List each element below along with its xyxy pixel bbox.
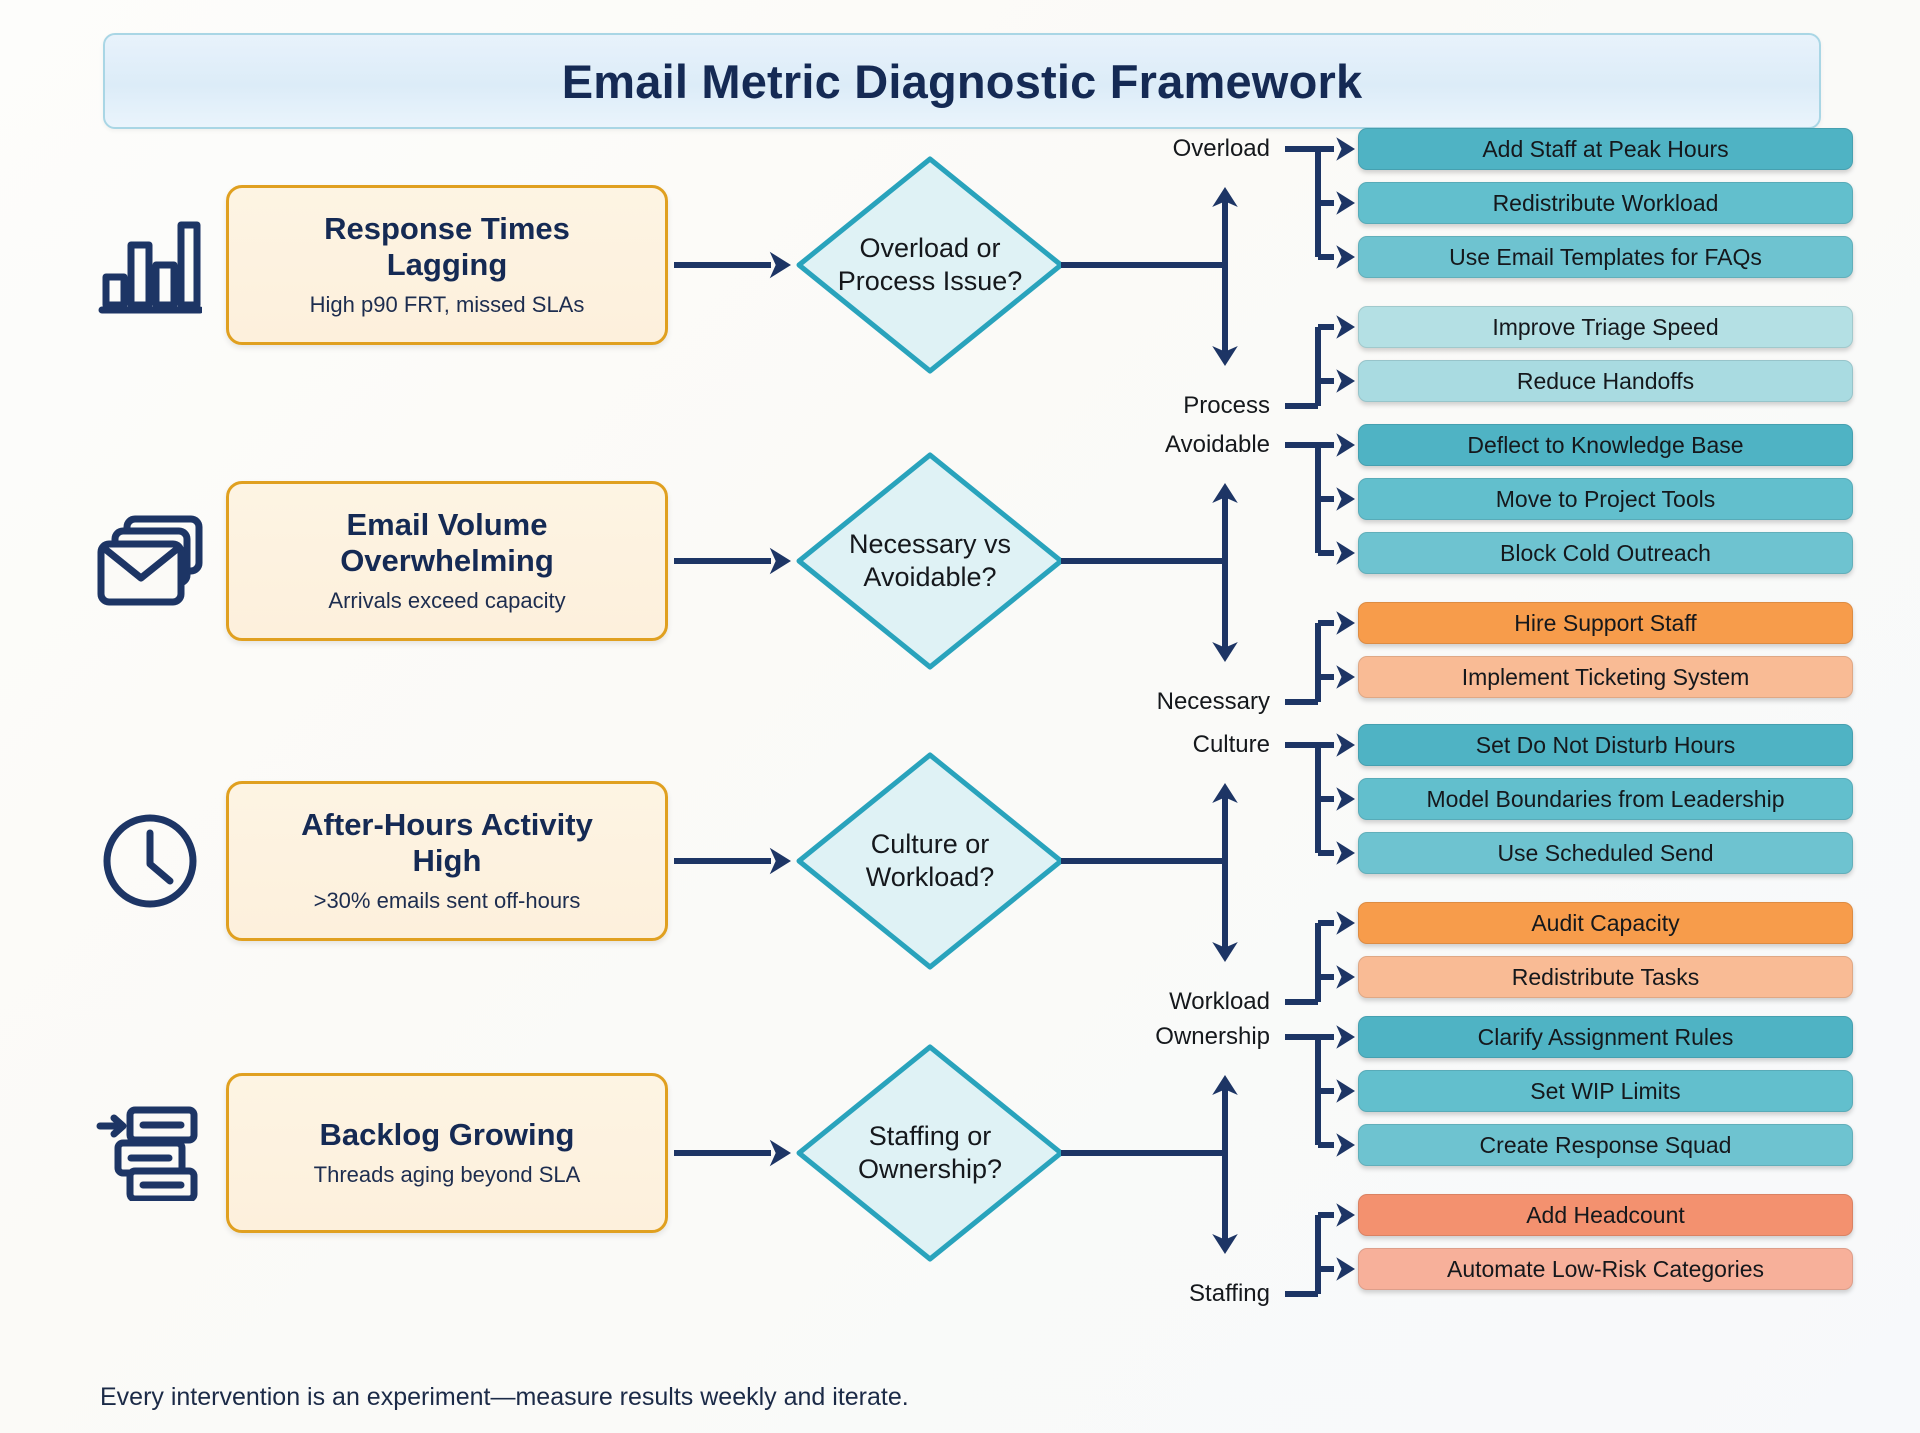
- problem-subtitle: Threads aging beyond SLA: [313, 1162, 581, 1188]
- action-box[interactable]: Implement Ticketing System: [1358, 656, 1853, 698]
- backlog-queue-icon: [95, 1098, 205, 1208]
- branch-label: Ownership: [1155, 1023, 1270, 1050]
- action-box[interactable]: Set WIP Limits: [1358, 1070, 1853, 1112]
- title-banner: Email Metric Diagnostic Framework: [103, 33, 1821, 129]
- action-box[interactable]: Create Response Squad: [1358, 1124, 1853, 1166]
- problem-subtitle: Arrivals exceed capacity: [328, 588, 566, 614]
- envelope-stack-icon: [95, 506, 205, 616]
- branch-label: Culture: [1192, 731, 1270, 758]
- page-title: Email Metric Diagnostic Framework: [561, 54, 1363, 108]
- action-box[interactable]: Set Do Not Disturb Hours: [1358, 724, 1853, 766]
- action-box[interactable]: Audit Capacity: [1358, 902, 1853, 944]
- action-box[interactable]: Deflect to Knowledge Base: [1358, 424, 1853, 466]
- action-box[interactable]: Automate Low-Risk Categories: [1358, 1248, 1853, 1290]
- action-box[interactable]: Add Staff at Peak Hours: [1358, 128, 1853, 170]
- action-box[interactable]: Hire Support Staff: [1358, 602, 1853, 644]
- action-box[interactable]: Redistribute Workload: [1358, 182, 1853, 224]
- branch-label: Staffing: [1189, 1280, 1270, 1307]
- action-box[interactable]: Model Boundaries from Leadership: [1358, 778, 1853, 820]
- action-box[interactable]: Clarify Assignment Rules: [1358, 1016, 1853, 1058]
- footer-note: Every intervention is an experiment—meas…: [100, 1383, 909, 1411]
- action-box[interactable]: Use Email Templates for FAQs: [1358, 236, 1853, 278]
- action-box[interactable]: Block Cold Outreach: [1358, 532, 1853, 574]
- branch-label: Workload: [1169, 988, 1270, 1015]
- action-box[interactable]: Redistribute Tasks: [1358, 956, 1853, 998]
- clock-icon: [95, 806, 205, 916]
- branch-label: Avoidable: [1165, 431, 1270, 458]
- problem-subtitle: >30% emails sent off-hours: [313, 888, 581, 914]
- action-box[interactable]: Improve Triage Speed: [1358, 306, 1853, 348]
- branch-label: Process: [1183, 392, 1270, 419]
- bar-chart-icon: [95, 210, 205, 320]
- branch-label: Necessary: [1156, 688, 1270, 715]
- problem-title: Backlog Growing: [319, 1117, 575, 1153]
- action-box[interactable]: Move to Project Tools: [1358, 478, 1853, 520]
- action-box[interactable]: Reduce Handoffs: [1358, 360, 1853, 402]
- problem-subtitle: High p90 FRT, missed SLAs: [309, 292, 585, 318]
- branch-label: Overload: [1172, 135, 1270, 162]
- action-box[interactable]: Add Headcount: [1358, 1194, 1853, 1236]
- action-box[interactable]: Use Scheduled Send: [1358, 832, 1853, 874]
